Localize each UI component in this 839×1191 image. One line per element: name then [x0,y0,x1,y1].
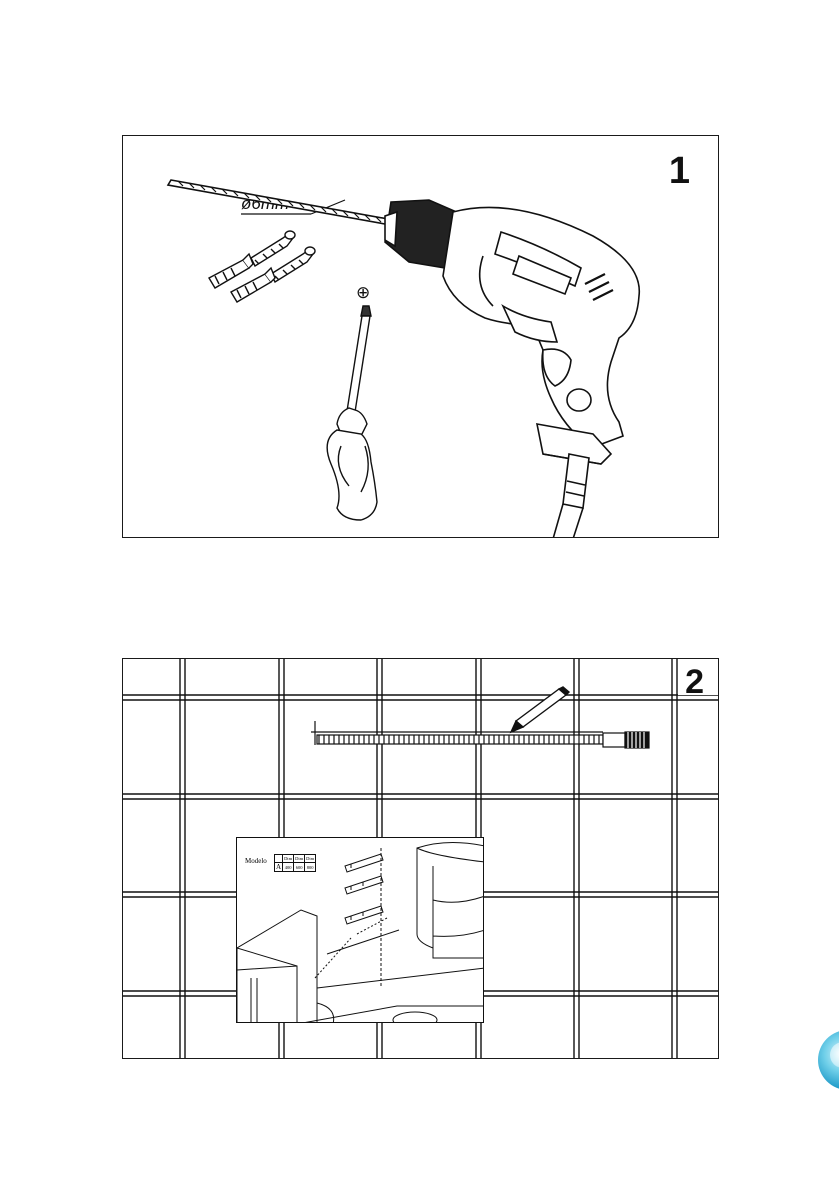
table-cell [275,855,283,863]
table-cell: 600 [294,863,305,872]
screwdriver-icon [327,306,377,520]
pencil-icon [511,687,569,732]
step-2-panel: 2 [122,658,719,1059]
tape-measure-icon [311,721,649,748]
logo-inner [830,1042,839,1068]
screw-icon [251,231,315,282]
table-header-cell: Dim [283,855,294,863]
model-label: Modelo [245,857,267,865]
step-number: 2 [685,665,704,699]
drill-icon [168,180,639,538]
table-header-cell: Dim [294,855,305,863]
model-table: Dim Dim Dim A 400 600 800 [274,854,316,872]
wall-plug-icon [209,254,275,302]
logo-icon [818,1030,839,1090]
installation-inset-diagram: Modelo Dim Dim Dim A 400 600 800 [236,837,484,1023]
tools-illustration [123,136,719,538]
table-cell: 400 [283,863,294,872]
table-cell: 800 [305,863,316,872]
step-1-panel: 1 ø6mm ⊕ [122,135,719,538]
table-header-cell: Dim [305,855,316,863]
table-cell: A [275,863,283,872]
